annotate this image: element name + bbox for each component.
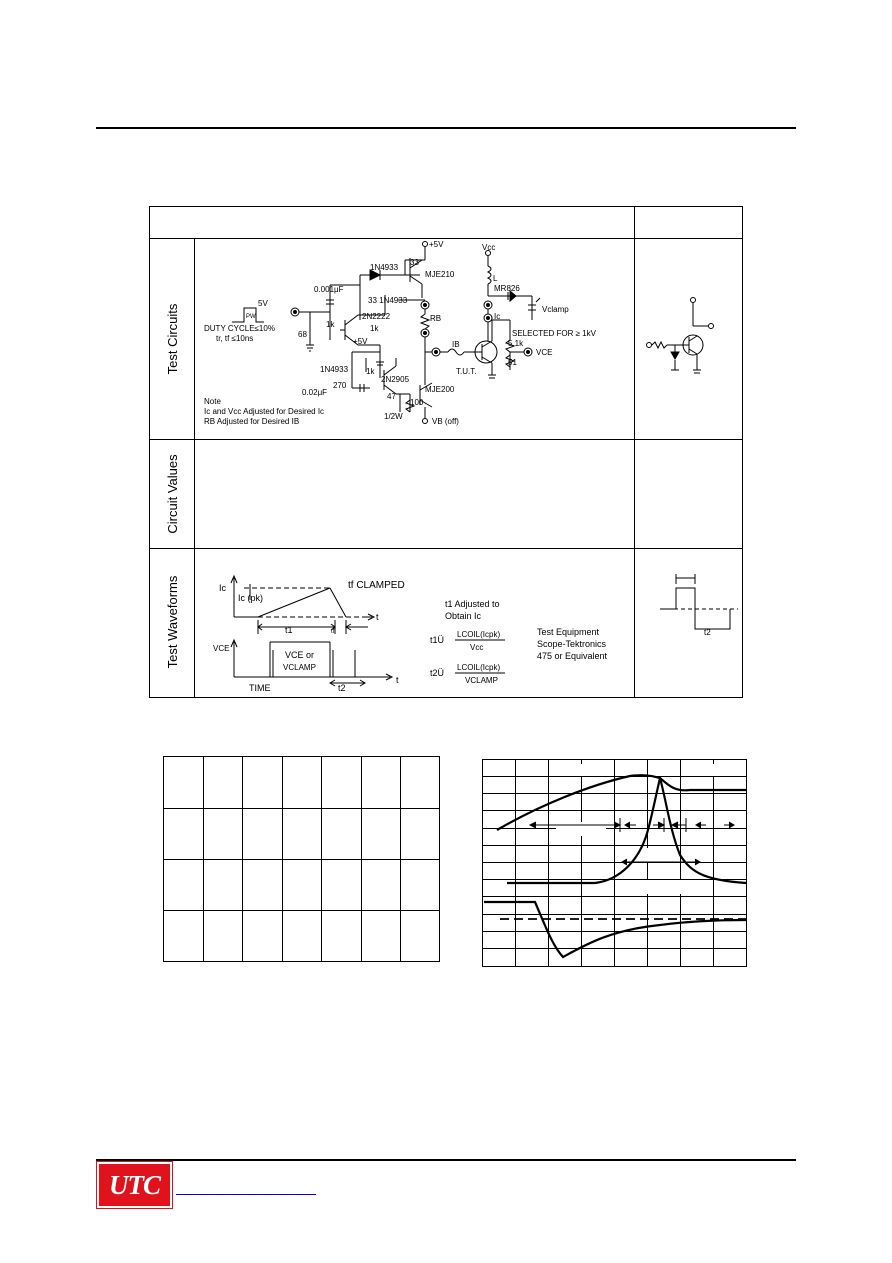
switching-waveform-graph	[482, 759, 747, 967]
label-ic: Ic	[494, 312, 500, 321]
label-rb: RB	[430, 314, 441, 323]
label-r51: 51	[508, 358, 517, 367]
label-selected: SELECTED FOR ≥ 1kV	[512, 329, 597, 338]
waveform-drawing	[230, 574, 505, 687]
wave-label-ic: Ic	[219, 583, 227, 593]
label-r51k: 5.1k	[508, 339, 524, 348]
label-ib: IB	[452, 340, 460, 349]
label-vce-out: VCE	[536, 348, 552, 357]
label-r68: 68	[298, 330, 307, 339]
wave-label-vclamp: VCLAMP	[283, 663, 316, 672]
wave-label-ic-pk: Ic (pk)	[238, 593, 263, 603]
label-vb-off: VB (off)	[432, 417, 459, 426]
label-r100: 100	[410, 398, 424, 407]
label-pulse-pw: PW	[246, 314, 256, 320]
label-vcc: Vcc	[482, 243, 495, 252]
row-label-test-circuits: Test Circuits	[165, 303, 180, 374]
eq-t2-denominator: VCLAMP	[465, 676, 498, 685]
label-cap-001: 0.001μF	[314, 285, 344, 294]
small-wave-label-t2: t2	[704, 628, 711, 637]
label-2n2222: 2N2222	[362, 312, 391, 321]
label-mje210: MJE210	[425, 270, 455, 279]
wave-label-t1: t1	[285, 625, 293, 635]
label-r33-1n4933: 33 1N4933	[368, 296, 408, 305]
label-cap-002: 0.02μF	[302, 388, 327, 397]
row-label-circuit-values: Circuit Values	[165, 454, 180, 534]
footer-rule	[96, 1159, 796, 1161]
label-plus5v: +5V	[429, 240, 444, 249]
wave-label-t-axis-1: t	[376, 612, 379, 622]
test-circuit-schematic	[232, 241, 541, 424]
eq-t2-numerator: LCOIL(Icpk)	[457, 663, 500, 672]
label-1n4933-top: 1N4933	[370, 263, 399, 272]
label-r1k-b: 1k	[370, 324, 379, 333]
equipment-line-2: Scope-Tektronics	[537, 639, 607, 649]
row-label-test-waveforms: Test Waveforms	[165, 575, 180, 668]
test-table	[149, 206, 743, 698]
label-r1k-a: 1k	[326, 320, 335, 329]
utc-logo-text: UTC	[109, 1170, 161, 1200]
label-mje200: MJE200	[425, 385, 455, 394]
eq-t2-lhs: t2Ü	[430, 668, 444, 678]
wave-label-t2: t2	[338, 683, 346, 693]
label-duty-cycle: DUTY CYCLE≤10%	[204, 324, 275, 333]
note-line-1: Ic and Vcc Adjusted for Desired Ic	[204, 407, 324, 416]
label-r33-top: 33	[410, 258, 419, 267]
note-title: Note	[204, 397, 221, 406]
wave-label-tf-clamped: tf CLAMPED	[348, 580, 405, 591]
eq-t1-denominator: Vcc	[470, 643, 483, 652]
label-pulse-5v: 5V	[258, 299, 268, 308]
wave-label-obtain-ic: Obtain Ic	[445, 611, 482, 621]
eq-t1-lhs: t1Ü	[430, 635, 444, 645]
label-half-watt: 1/2W	[384, 412, 403, 421]
label-plus5v-b: +5V	[353, 337, 368, 346]
label-vclamp: Vclamp	[542, 305, 569, 314]
wave-label-time: TIME	[249, 683, 271, 693]
label-2n2905: 2N2905	[381, 375, 410, 384]
label-r1k-c: 1k	[366, 367, 375, 376]
wave-label-vce-or: VCE or	[285, 650, 314, 660]
wave-label-t1-adjusted: t1 Adjusted to	[445, 599, 500, 609]
equipment-line-1: Test Equipment	[537, 627, 600, 637]
label-1n4933-mid: 1N4933	[320, 365, 349, 374]
eq-t1-numerator: LCOIL(Icpk)	[457, 630, 500, 639]
footer-link-underline[interactable]	[176, 1194, 316, 1195]
wave-label-tf: tf	[331, 629, 335, 635]
empty-data-table	[163, 756, 440, 962]
wave-label-vce-axis: VCE	[213, 644, 229, 653]
utc-logo: UTC	[96, 1161, 173, 1209]
label-r47: 47	[387, 392, 396, 401]
wave-label-t-axis-2: t	[396, 675, 399, 685]
header-rule	[96, 127, 796, 129]
label-mr826: MR826	[494, 284, 520, 293]
label-tut: T.U.T.	[456, 367, 476, 376]
label-r270: 270	[333, 381, 347, 390]
label-tr-tf: tr, tf ≤10ns	[216, 334, 253, 343]
label-inductor: L	[493, 274, 498, 283]
equipment-line-3: 475 or Equivalent	[537, 651, 608, 661]
note-line-2: RB Adjusted for Desired IB	[204, 417, 299, 426]
pulse-waveform-small	[660, 574, 738, 630]
switching-circuit-small	[646, 297, 714, 374]
